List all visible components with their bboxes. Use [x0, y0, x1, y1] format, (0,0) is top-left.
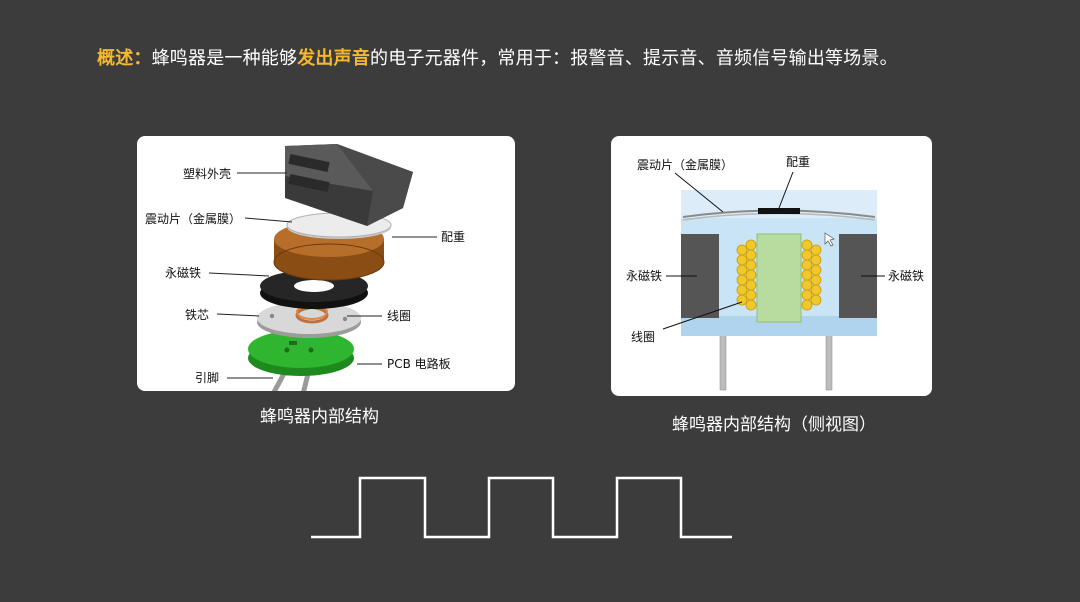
plastic-shell-illustration	[285, 144, 413, 226]
leader-lines	[208, 172, 437, 379]
label-coil-side: 线圈	[631, 330, 655, 344]
label-coil: 线圈	[387, 309, 411, 323]
label-weight: 配重	[441, 230, 465, 244]
exploded-view-diagram: 塑料外壳 震动片（金属膜） 配重 永磁铁 铁芯 线圈 PCB 电路板 引脚	[145, 144, 465, 391]
square-wave-line	[311, 476, 732, 539]
intro-text: 概述：蜂鸣器是一种能够发出声音的电子元器件，常用于：报警音、提示音、音频信号输出…	[97, 44, 898, 70]
magnet-illustration	[260, 270, 368, 309]
intro-text-part2: 的电子元器件，常用于：报警音、提示音、音频信号输出等场景。	[370, 48, 898, 69]
label-magnet: 永磁铁	[165, 265, 201, 280]
cursor-icon	[824, 232, 835, 247]
label-pcb: PCB 电路板	[387, 356, 451, 371]
diaphragm-illustration-side	[682, 208, 876, 221]
label-weight-side: 配重	[786, 155, 810, 169]
leader-lines-side	[662, 171, 885, 330]
label-diaphragm: 震动片（金属膜）	[145, 211, 241, 226]
intro-label: 概述：	[97, 48, 152, 69]
caption-exploded-view: 蜂鸣器内部结构	[260, 407, 379, 427]
caption-side-view: 蜂鸣器内部结构（侧视图）	[672, 415, 876, 435]
label-magnet-left: 永磁铁	[626, 268, 662, 283]
label-magnet-right: 永磁铁	[888, 268, 924, 283]
side-view-panel: 震动片（金属膜） 配重 永磁铁 永磁铁 线圈	[611, 136, 932, 396]
coil-illustration-side	[736, 239, 822, 311]
pcb-illustration	[248, 330, 354, 376]
label-pins: 引脚	[195, 370, 219, 385]
pins-illustration-side	[719, 331, 833, 391]
side-view-diagram: 震动片（金属膜） 配重 永磁铁 永磁铁 线圈	[626, 155, 924, 391]
label-plastic-shell: 塑料外壳	[183, 166, 231, 181]
intro-highlight: 发出声音	[297, 48, 371, 69]
iron-core-illustration-side	[756, 233, 802, 323]
exploded-view-panel: 塑料外壳 震动片（金属膜） 配重 永磁铁 铁芯 线圈 PCB 电路板 引脚	[137, 136, 515, 391]
label-diaphragm-side: 震动片（金属膜）	[637, 157, 733, 172]
intro-text-part1: 蜂鸣器是一种能够	[151, 48, 298, 69]
label-iron-core: 铁芯	[185, 308, 209, 322]
